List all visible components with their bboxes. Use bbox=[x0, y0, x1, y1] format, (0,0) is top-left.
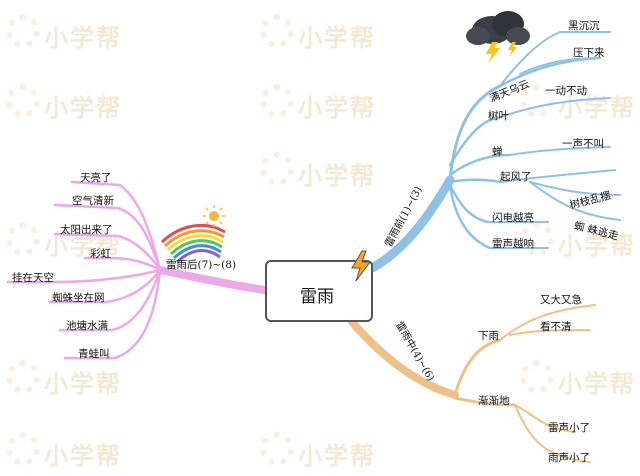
watermark-logo-icon bbox=[520, 84, 554, 118]
watermark-logo-icon bbox=[260, 152, 294, 186]
leaf-during: 又大又急 bbox=[540, 294, 582, 306]
leaf-before: 一声不叫 bbox=[562, 138, 604, 150]
node-during: 下雨 bbox=[478, 330, 499, 342]
node-before: 雷声越响 bbox=[492, 238, 534, 250]
watermark-text: 小学帮 bbox=[44, 24, 122, 52]
node-after: 挂在天空 bbox=[12, 272, 54, 284]
branch-after-lines bbox=[6, 180, 269, 360]
node-during: 渐渐地 bbox=[478, 395, 510, 407]
node-after: 天亮了 bbox=[80, 172, 112, 184]
watermark-text: 小学帮 bbox=[298, 24, 376, 52]
watermark-logo-icon bbox=[6, 14, 40, 48]
node-after: 太阳出来了 bbox=[60, 224, 113, 236]
leaf-before: 压下来 bbox=[573, 47, 605, 59]
lightning-icon bbox=[351, 250, 371, 282]
leaf-during: 看不清 bbox=[540, 321, 572, 333]
storm-cloud-icon bbox=[466, 11, 530, 64]
watermark-text: 小学帮 bbox=[44, 370, 122, 398]
watermark-text: 小学帮 bbox=[558, 370, 636, 398]
watermark-text: 小学帮 bbox=[558, 232, 636, 260]
branch-before-lines bbox=[367, 31, 621, 273]
center-node bbox=[265, 260, 373, 322]
leaf-during: 雷声小了 bbox=[548, 422, 590, 434]
watermark-logo-icon bbox=[520, 222, 554, 256]
node-after: 空气清新 bbox=[72, 195, 114, 207]
watermark-text: 小学帮 bbox=[44, 94, 122, 122]
watermark-text: 小学帮 bbox=[298, 94, 376, 122]
leaf-before: 一动不动 bbox=[545, 85, 587, 97]
node-after: 青蛙叫 bbox=[78, 348, 110, 360]
rainbow-icon bbox=[160, 223, 226, 264]
node-before: 蝉 bbox=[492, 146, 503, 158]
branch-title-after: 雷雨后(7)~(8) bbox=[166, 259, 237, 271]
watermark-logo-icon bbox=[260, 14, 294, 48]
node-before: 树叶 bbox=[488, 110, 509, 122]
watermark-logo-icon bbox=[6, 432, 40, 466]
watermark-text: 小学帮 bbox=[298, 442, 376, 470]
watermark-logo-icon bbox=[6, 84, 40, 118]
node-after: 蜘蛛坐在网 bbox=[52, 292, 105, 304]
node-after: 彩虹 bbox=[90, 248, 111, 260]
watermark-logo-icon bbox=[6, 222, 40, 256]
watermark-logo-icon bbox=[6, 360, 40, 394]
leaf-during: 雨声小了 bbox=[548, 452, 590, 464]
node-after: 池塘水满 bbox=[66, 320, 108, 332]
node-before: 起风了 bbox=[500, 171, 532, 183]
watermark-text: 小学帮 bbox=[298, 162, 376, 190]
watermark-logo-icon bbox=[520, 360, 554, 394]
watermark-logo-icon bbox=[260, 84, 294, 118]
leaf-before: 黑沉沉 bbox=[568, 20, 600, 32]
branch-during-lines bbox=[348, 304, 596, 463]
center-title: 雷雨 bbox=[300, 287, 334, 307]
sun-icon bbox=[203, 205, 225, 227]
watermark-logo-icon bbox=[260, 432, 294, 466]
watermark-text: 小学帮 bbox=[44, 442, 122, 470]
node-before: 闪电越亮 bbox=[492, 212, 534, 224]
